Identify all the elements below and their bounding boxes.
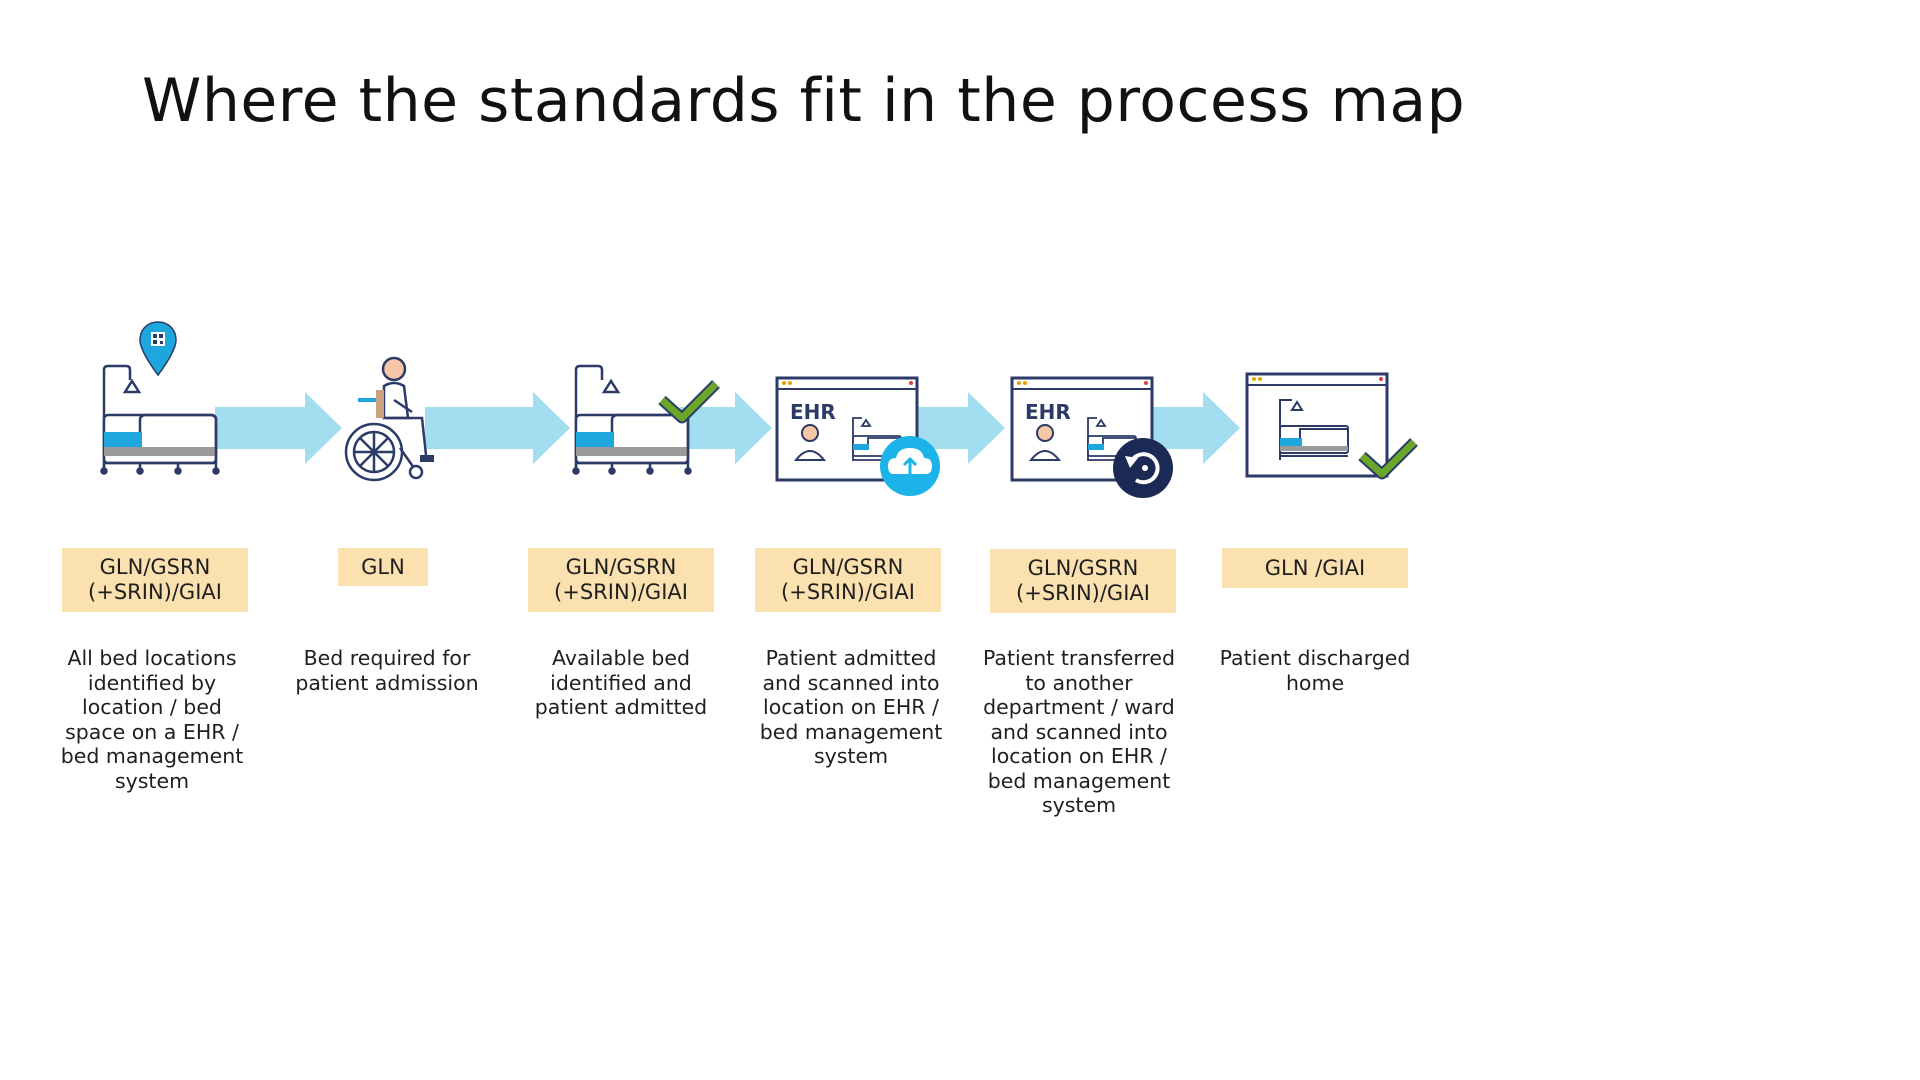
standard-label-step-2: GLN — [338, 548, 428, 586]
standard-label-step-5: GLN/GSRN (+SRIN)/GIAI — [990, 549, 1176, 613]
standard-label-step-6: GLN /GIAI — [1222, 548, 1408, 588]
step-5-description: Patient transferred to another departmen… — [982, 646, 1176, 817]
bed-with-location-pin-icon — [100, 364, 220, 475]
window-bed-checkmark-icon — [1245, 372, 1418, 480]
step-4-description: Patient admitted and scanned into locati… — [759, 646, 943, 768]
ehr-text: EHR — [1025, 400, 1071, 424]
process-flow: EHR EHR — [100, 321, 1418, 498]
slide-title: Where the standards fit in the process m… — [142, 66, 1466, 136]
arrow-1 — [215, 392, 342, 464]
arrow-5 — [1148, 392, 1240, 464]
standard-label-step-1: GLN/GSRN (+SRIN)/GIAI — [62, 548, 248, 612]
bed-with-checkmark-icon — [572, 364, 692, 475]
ehr-text: EHR — [790, 400, 836, 424]
standard-label-step-3: GLN/GSRN (+SRIN)/GIAI — [528, 548, 714, 612]
checkmark-icon — [658, 380, 720, 424]
arrow-3 — [680, 392, 772, 464]
arrow-4 — [912, 392, 1005, 464]
ehr-window-cloud-upload-icon: EHR — [775, 376, 940, 496]
step-3-description: Available bed identified and patient adm… — [534, 646, 708, 719]
standard-label-step-4: GLN/GSRN (+SRIN)/GIAI — [755, 548, 941, 612]
flow-arrows — [215, 392, 1240, 464]
patient-in-wheelchair-icon — [344, 356, 434, 482]
step-1-description: All bed locations identified by location… — [60, 646, 244, 793]
location-pin-icon — [139, 321, 177, 377]
ehr-window-refresh-icon: EHR — [1010, 376, 1173, 498]
step-2-description: Bed required for patient admission — [295, 646, 479, 695]
arrow-2 — [425, 392, 570, 464]
step-6-description: Patient discharged home — [1219, 646, 1411, 695]
